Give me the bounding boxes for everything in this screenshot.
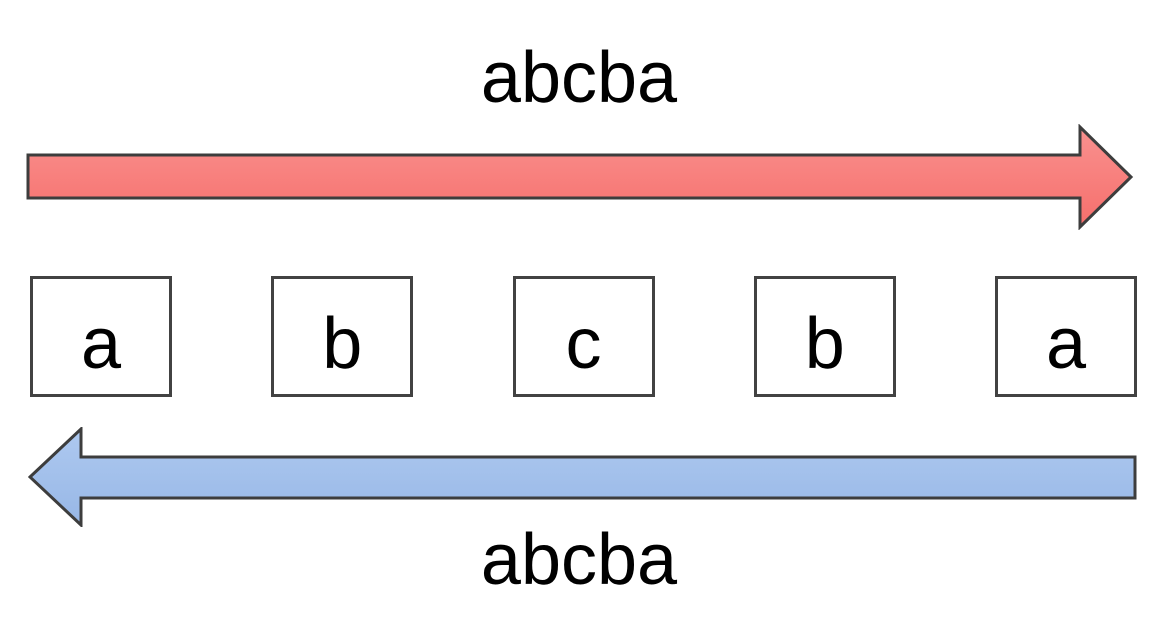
- cell-letter-2: b: [322, 303, 363, 384]
- cell-box-4: b: [753, 276, 896, 397]
- cell-box-1: a: [30, 276, 172, 397]
- cell-box-2: b: [271, 276, 414, 397]
- cell-letter-5: a: [1045, 303, 1087, 384]
- forward-arrow-icon: [26, 124, 1134, 230]
- cell-letter-3: c: [565, 303, 602, 384]
- cell-letter-4: b: [804, 303, 845, 384]
- cell-letter-1: a: [80, 303, 122, 384]
- cell-box-3: c: [512, 276, 655, 397]
- cell-row: a b c b a: [30, 276, 1137, 397]
- cell-box-5: a: [995, 276, 1137, 397]
- bottom-sequence-label: abcba: [480, 520, 678, 600]
- reverse-arrow-icon: [28, 427, 1137, 527]
- top-sequence-label: abcba: [480, 38, 678, 118]
